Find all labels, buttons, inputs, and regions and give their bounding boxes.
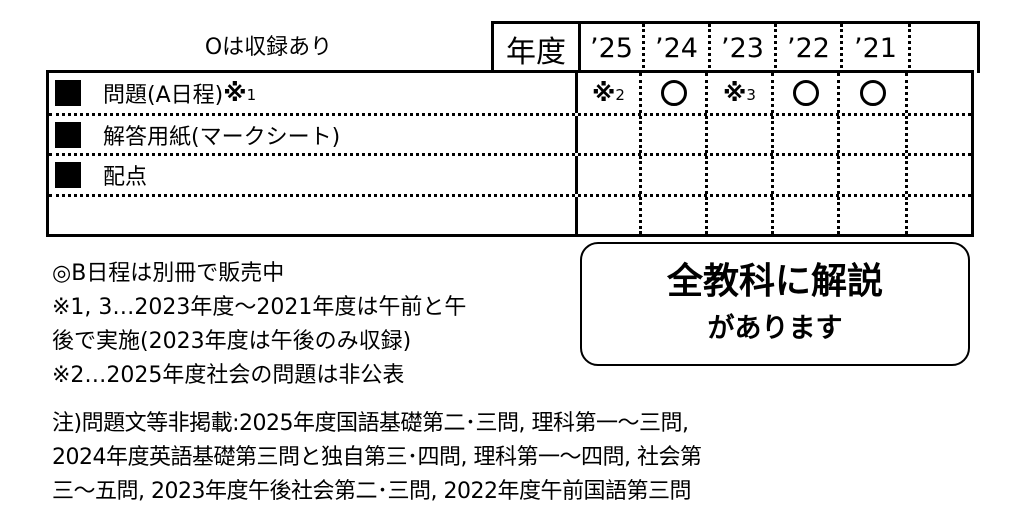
row-values: ※2 ※3	[578, 73, 971, 113]
value-cell-empty	[774, 156, 840, 194]
value-cell-note: ※3	[708, 73, 774, 113]
year-cell: ’22	[777, 24, 843, 73]
table-row-questions: 問題(A日程)※1 ※2 ※3	[49, 73, 971, 116]
year-cell: ’24	[645, 24, 711, 73]
year-cell: ’23	[711, 24, 777, 73]
value-cell-empty	[642, 197, 708, 234]
year-cell-empty	[911, 24, 977, 73]
value-cell-empty	[642, 116, 708, 153]
value-cell-empty	[708, 116, 774, 153]
legend-text: Oは収録あり	[46, 28, 491, 68]
circle-icon	[660, 80, 687, 106]
value-cell-empty	[578, 116, 642, 153]
value-cell-empty	[908, 156, 971, 194]
row-values	[578, 197, 971, 234]
row-label: 配点	[49, 156, 578, 194]
square-bullet-icon	[55, 80, 81, 106]
value-cell-recorded	[642, 73, 708, 113]
callout-title: 全教科に解説	[666, 261, 883, 302]
note-1-3: ※1, 3…2023年度～2021年度は午前と午	[52, 295, 467, 320]
footnote-line: 注)問題文等非掲載:2025年度国語基礎第二･三問, 理科第一～三問,	[52, 411, 689, 436]
value-cell-empty	[840, 197, 908, 234]
value-cell-empty	[708, 197, 774, 234]
year-cell: ’21	[843, 24, 911, 73]
table-row-scoring: 配点	[49, 156, 971, 197]
notes-block: ◎B日程は別冊で販売中 ※1, 3…2023年度～2021年度は午前と午 後で実…	[52, 257, 582, 393]
row-label	[49, 197, 578, 234]
omitted-content-footnote: 注)問題文等非掲載:2025年度国語基礎第二･三問, 理科第一～三問, 2024…	[52, 407, 992, 509]
value-cell-empty	[840, 116, 908, 153]
value-cell-empty	[708, 156, 774, 194]
footnote-line: 2024年度英語基礎第三問と独自第三･四問, 理科第一～四問, 社会第	[52, 445, 702, 470]
square-bullet-icon	[55, 162, 81, 188]
row-values	[578, 156, 971, 194]
square-bullet-icon	[55, 121, 81, 148]
footnote-line: 三～五問, 2023年度午後社会第二･三問, 2022年度午前国語第三問	[52, 479, 691, 504]
value-cell-empty	[840, 156, 908, 194]
value-cell-recorded	[840, 73, 908, 113]
value-cell-empty	[578, 197, 642, 234]
note-b-schedule: ◎B日程は別冊で販売中	[52, 261, 285, 286]
year-cell: ’25	[581, 24, 645, 73]
value-cell-note: ※2	[578, 73, 642, 113]
value-cell-empty	[908, 73, 971, 113]
note-2: ※2…2025年度社会の問題は非公表	[52, 363, 405, 388]
table-row-empty	[49, 197, 971, 234]
row-values	[578, 116, 971, 153]
value-cell-empty	[774, 116, 840, 153]
note-1-3-cont: 後で実施(2023年度は午後のみ収録)	[52, 329, 412, 354]
circle-icon	[792, 80, 819, 106]
contents-table: 問題(A日程)※1 ※2 ※3 解答用紙(マークシート) 配点	[46, 70, 974, 237]
row-label: 問題(A日程)※1	[49, 73, 578, 113]
value-cell-empty	[908, 116, 971, 153]
value-cell-empty	[908, 197, 971, 234]
value-cell-empty	[774, 197, 840, 234]
circle-icon	[859, 80, 886, 106]
year-header-row: ’25 ’24 ’23 ’22 ’21	[578, 21, 980, 73]
value-cell-recorded	[774, 73, 840, 113]
year-header-label: 年度	[491, 21, 581, 73]
callout-subtitle: があります	[707, 313, 843, 344]
row-label: 解答用紙(マークシート)	[49, 116, 578, 153]
value-cell-empty	[642, 156, 708, 194]
explanation-callout: 全教科に解説 があります	[580, 242, 970, 366]
table-row-answer-sheet: 解答用紙(マークシート)	[49, 116, 971, 156]
value-cell-empty	[578, 156, 642, 194]
legend-label: Oは収録あり	[204, 35, 333, 60]
